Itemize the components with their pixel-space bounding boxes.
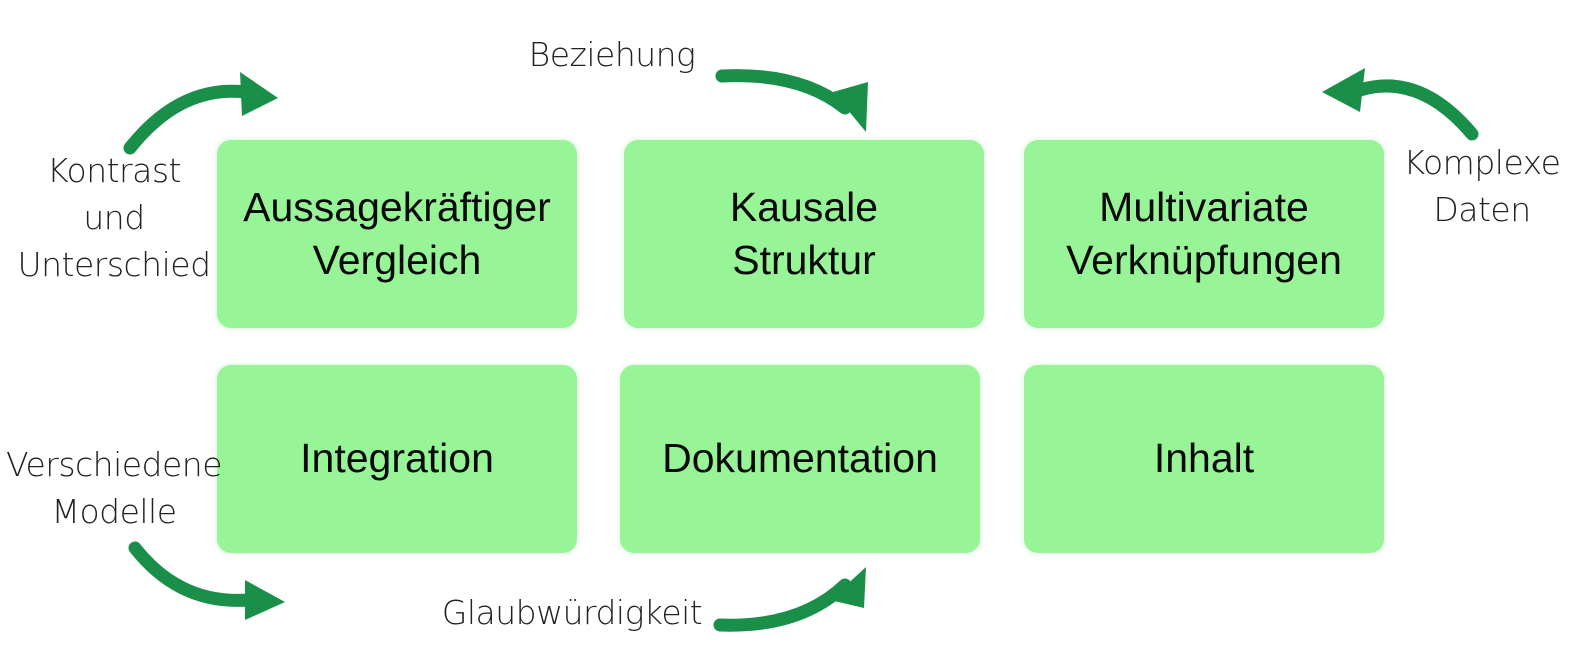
arrow-modelle-icon: [128, 541, 285, 620]
arrow-glaub-icon: [713, 567, 866, 632]
label-beziehung: Beziehung: [528, 35, 696, 74]
box-dokumentation: Dokumentation: [620, 365, 980, 553]
box-label: Kausale Struktur: [729, 183, 879, 283]
label-kontrast: Kontrast und Unterschied: [17, 151, 211, 284]
box-label: Aussagekräftiger Vergleich: [243, 183, 551, 283]
arrow-komplexe-icon: [1322, 68, 1479, 141]
box-aussagekraeftiger-vergleich: Aussagekräftiger Vergleich: [217, 140, 577, 328]
box-label: Integration: [300, 435, 494, 482]
box-label: Dokumentation: [662, 435, 938, 482]
box-integration: Integration: [217, 365, 577, 553]
box-inhalt: Inhalt: [1024, 365, 1384, 553]
box-multivariate-verknuepfungen: Multivariate Verknüpfungen: [1024, 140, 1384, 328]
box-label: Inhalt: [1153, 435, 1255, 482]
arrow-contrast-icon: [123, 72, 278, 155]
arrow-beziehung-icon: [715, 69, 868, 132]
label-modelle: Verschiedene Modelle: [5, 445, 223, 531]
box-kausale-struktur: Kausale Struktur: [624, 140, 984, 328]
box-label: Multivariate Verknüpfungen: [1066, 183, 1342, 283]
label-komplexe: Komplexe Daten: [1403, 143, 1562, 229]
label-glaub: Glaubwürdigkeit: [441, 593, 703, 632]
